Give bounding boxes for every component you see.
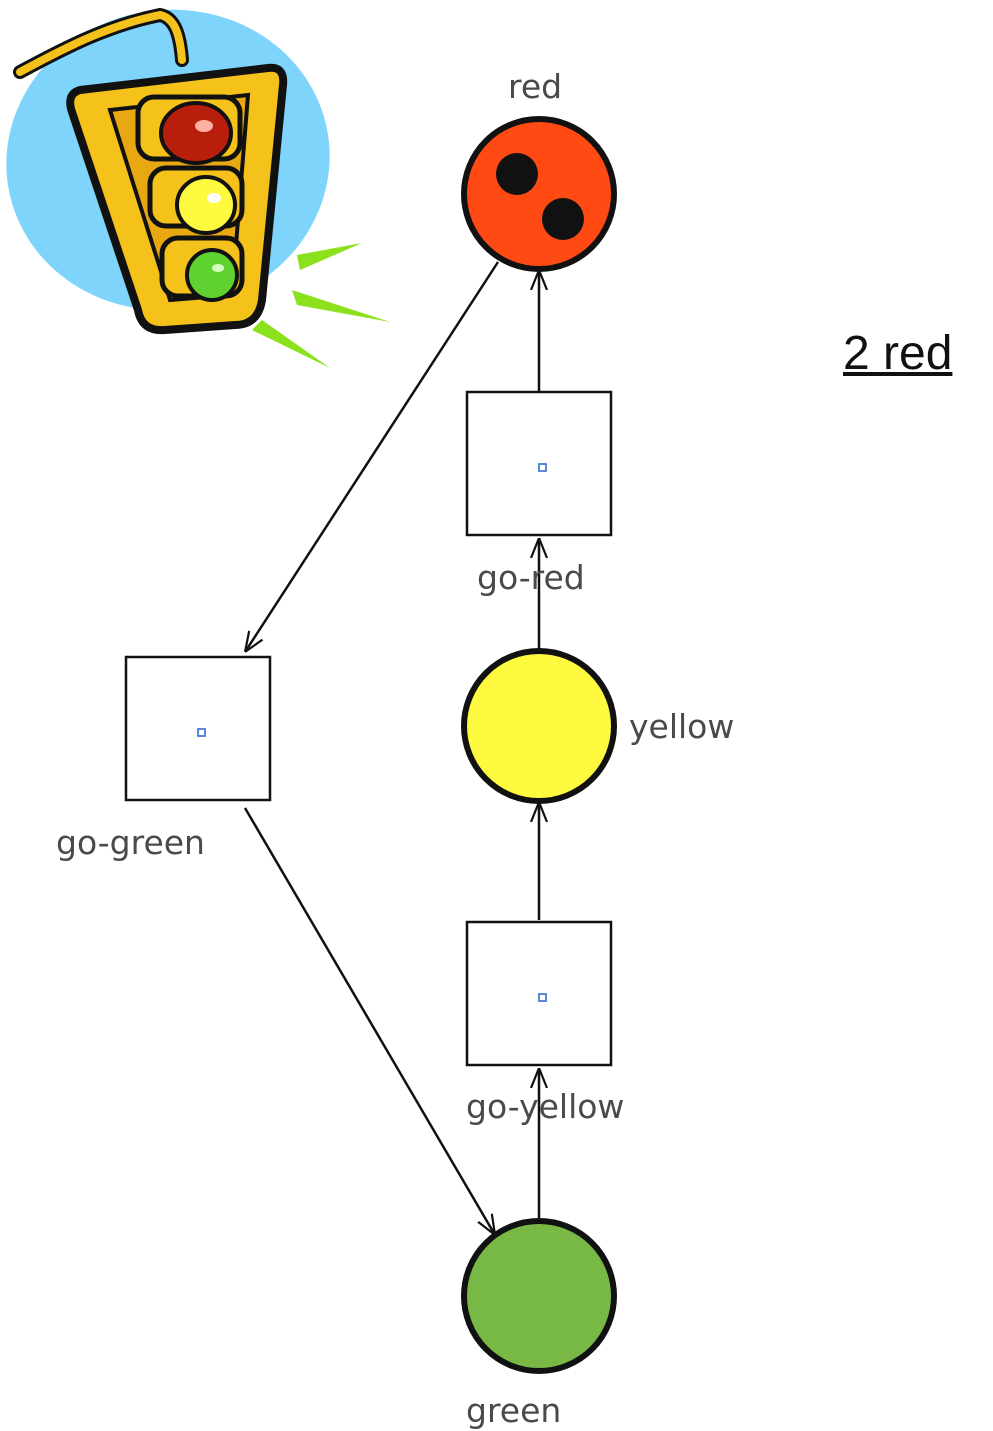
token xyxy=(542,198,584,240)
place-green xyxy=(461,1218,617,1374)
place-label-green: green xyxy=(466,1391,562,1430)
slide-title: 2 red xyxy=(843,327,953,380)
place-label-red: red xyxy=(508,67,563,106)
transition-label-go-yellow: go-yellow xyxy=(466,1087,625,1126)
place-yellow xyxy=(461,648,617,804)
transition-label-go-red: go-red xyxy=(477,558,585,597)
transition-go-yellow xyxy=(465,920,613,1067)
place-red xyxy=(461,116,617,272)
arc-red-to-go-green xyxy=(245,261,500,652)
token xyxy=(496,153,538,195)
arc-go-green-to-green xyxy=(243,807,495,1235)
traffic-light-clipart-icon xyxy=(6,7,390,368)
transition-go-red xyxy=(465,390,613,537)
transition-label-go-green: go-green xyxy=(56,823,205,862)
place-label-yellow: yellow xyxy=(629,707,735,746)
transition-go-green xyxy=(124,655,272,802)
arcs xyxy=(243,261,539,1235)
